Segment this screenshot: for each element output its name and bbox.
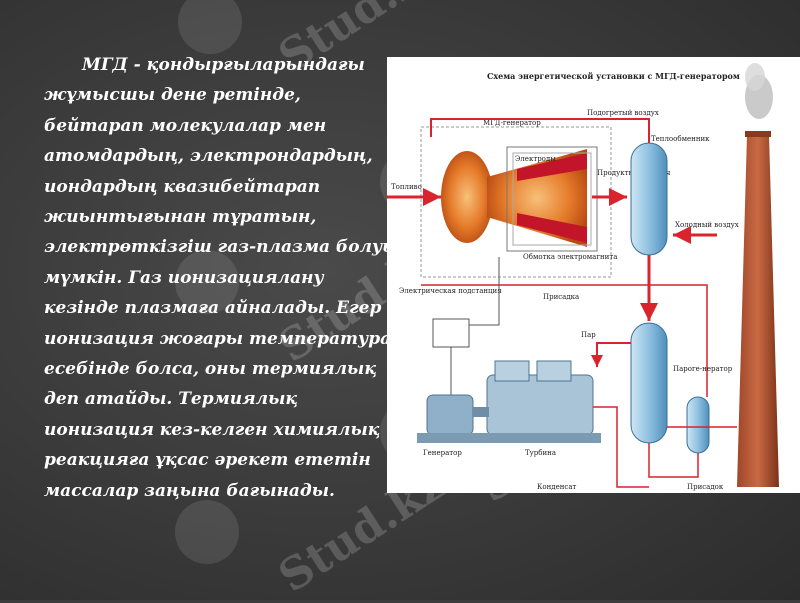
label-generator: Генератор xyxy=(423,449,462,457)
label-magnet-winding: Обмотка электромагнита xyxy=(523,253,617,261)
substation-wire xyxy=(469,257,500,326)
diagram-svg: Схема энергетической установки с МГД-ген… xyxy=(387,63,779,491)
label-condensate: Конденсат xyxy=(537,483,577,491)
combustion-chamber xyxy=(441,146,598,252)
label-steam-generator: Пароге-нератор xyxy=(673,365,733,373)
substation-box xyxy=(432,318,470,348)
label-electrodes: Электроды xyxy=(515,155,556,163)
heated-air-line xyxy=(430,118,650,143)
diagram-title: Схема энергетической установки с МГД-ген… xyxy=(487,71,740,81)
additive-bottom-line xyxy=(648,443,699,478)
mgd-plant-diagram: Схема энергетической установки с МГД-ген… xyxy=(387,57,800,493)
label-cold-air: Холодный воздух xyxy=(675,221,739,229)
turbine xyxy=(483,360,601,443)
label-mgd-generator: МГД-генератор xyxy=(483,119,541,127)
label-turbine: Турбина xyxy=(525,449,556,457)
label-fuel: Топливо xyxy=(391,183,422,191)
label-steam: Пар xyxy=(581,331,596,339)
label-heated-air: Подогретый воздух xyxy=(587,109,659,117)
additive-vessel xyxy=(686,396,710,454)
body-text: МГД - қондырғыларындағы жұмысшы дене рет… xyxy=(44,55,400,501)
additive-line xyxy=(421,284,708,397)
chimney xyxy=(737,63,779,487)
label-heat-exchanger: Теплообменник xyxy=(651,135,710,143)
heat-exchanger xyxy=(630,142,668,256)
label-additive-bottom: Присадок xyxy=(687,483,724,491)
condensate-line xyxy=(593,406,649,488)
label-substation: Электрическая подстанция xyxy=(399,287,502,295)
steam-line xyxy=(591,342,631,367)
label-additive: Присадка xyxy=(543,293,579,301)
generator xyxy=(417,394,489,443)
steam-generator xyxy=(630,322,668,444)
